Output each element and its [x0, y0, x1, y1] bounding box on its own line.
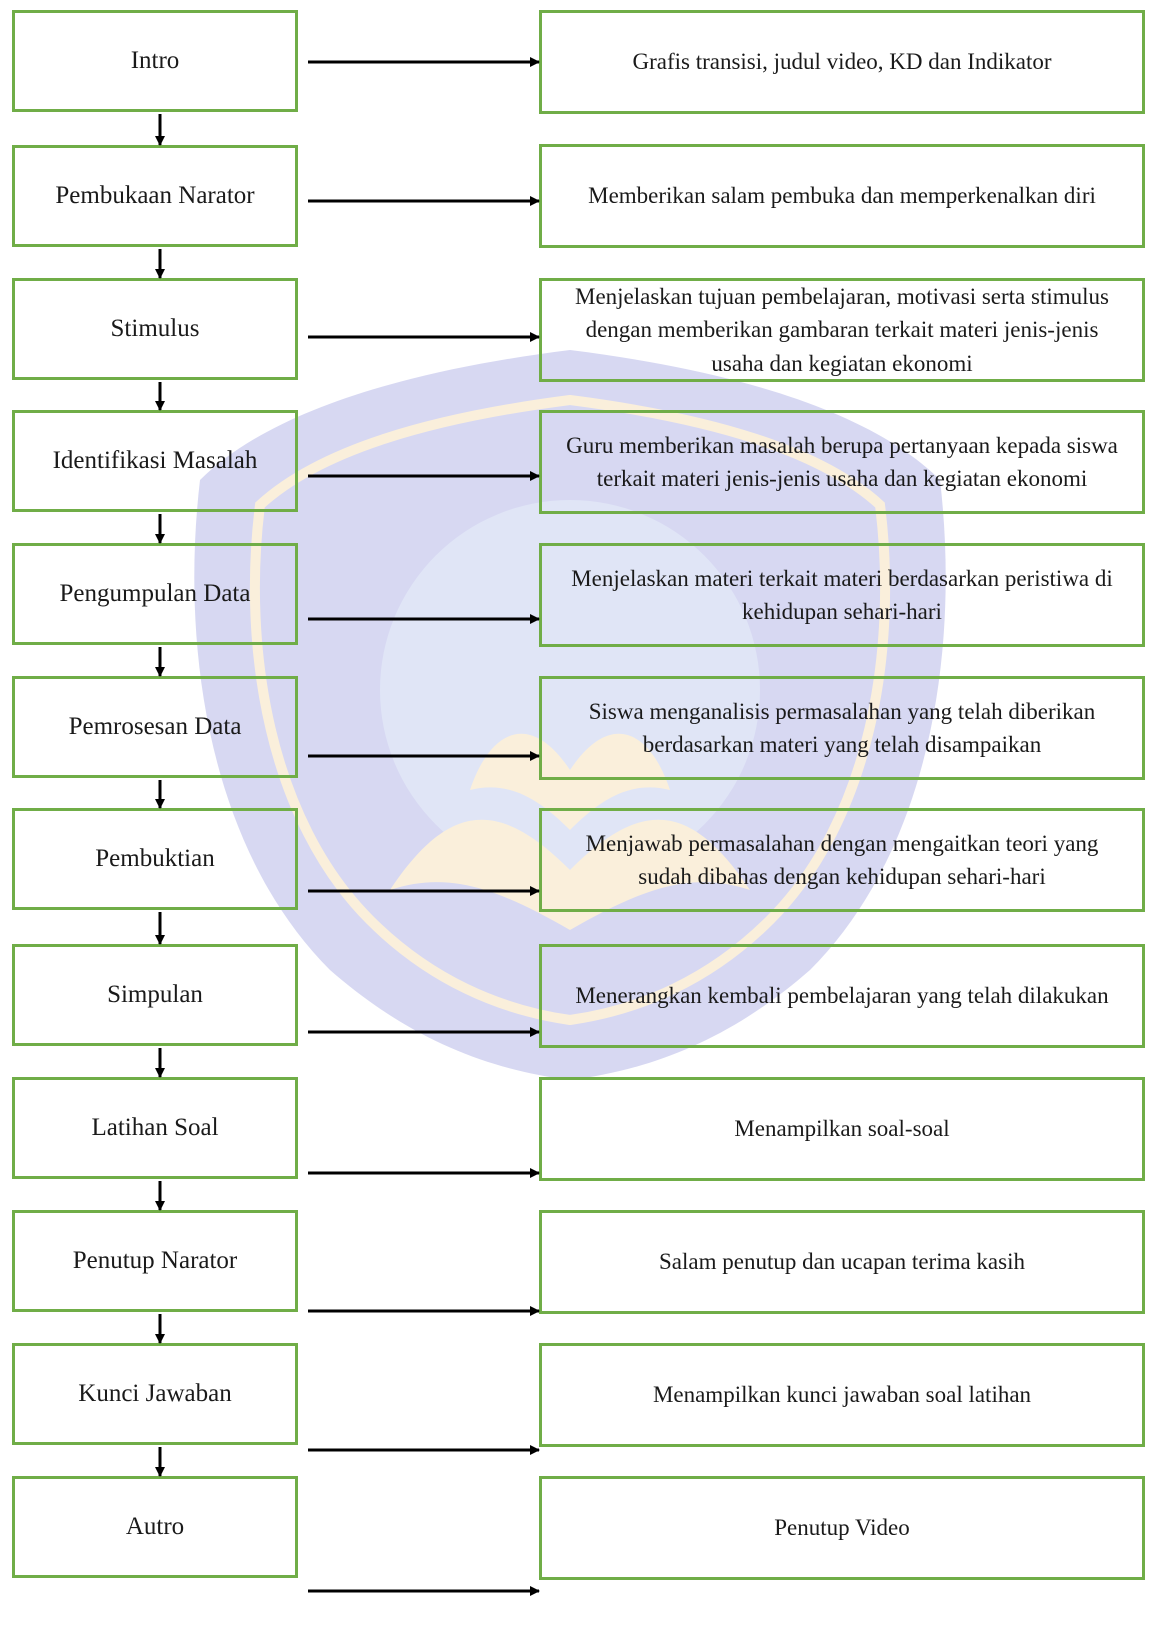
step-box-pembuktian: Pembuktian — [12, 808, 298, 910]
description-text: Menjawab permasalahan dengan mengaitkan … — [585, 830, 1099, 889]
description-box-pembukaan-narator: Memberikan salam pembuka dan memperkenal… — [539, 144, 1145, 248]
description-text: Salam penutup dan ucapan terima kasih — [659, 1249, 1025, 1275]
description-box-pemrosesan-data: Siswa menganalisis permasalahan yang tel… — [539, 676, 1145, 780]
description-text: Menampilkan kunci jawaban soal latihan — [652, 1382, 1032, 1408]
description-box-pengumpulan-data: Menjelaskan materi terkait materi berdas… — [539, 543, 1145, 647]
description-text: Menjelaskan materi terkait materi berdas… — [571, 565, 1113, 624]
description-text: Memberikan salam pembuka dan memperkenal… — [588, 183, 1096, 209]
university-seal-watermark — [194, 350, 946, 1080]
description-text: Menerangkan kembali pembelajaran yang te… — [575, 983, 1109, 1009]
step-box-penutup-narator: Penutup Narator — [12, 1210, 298, 1312]
description-box-penutup-narator: Salam penutup dan ucapan terima kasih — [539, 1210, 1145, 1314]
description-box-simpulan: Menerangkan kembali pembelajaran yang te… — [539, 944, 1145, 1048]
step-box-simpulan: Simpulan — [12, 944, 298, 1046]
step-box-kunci-jawaban: Kunci Jawaban — [12, 1343, 298, 1445]
description-box-identifikasi-masalah: Guru memberikan masalah berupa pertanyaa… — [539, 410, 1145, 514]
step-box-stimulus: Stimulus — [12, 278, 298, 380]
description-box-kunci-jawaban: Menampilkan kunci jawaban soal latihan — [539, 1343, 1145, 1447]
description-box-autro: Penutup Video — [539, 1476, 1145, 1580]
step-box-pengumpulan-data: Pengumpulan Data — [12, 543, 298, 645]
description-text: Grafis transisi, judul video, KD dan Ind… — [632, 49, 1052, 75]
step-box-latihan-soal: Latihan Soal — [12, 1077, 298, 1179]
description-box-stimulus: Menjelaskan tujuan pembelajaran, motivas… — [539, 278, 1145, 382]
description-text: Guru memberikan masalah berupa pertanyaa… — [566, 432, 1118, 491]
description-text: Menampilkan soal-soal — [734, 1116, 950, 1142]
description-box-intro: Grafis transisi, judul video, KD dan Ind… — [539, 10, 1145, 114]
description-text: Siswa menganalisis permasalahan yang tel… — [588, 698, 1096, 757]
description-box-pembuktian: Menjawab permasalahan dengan mengaitkan … — [539, 808, 1145, 912]
description-text: Penutup Video — [774, 1515, 910, 1541]
step-box-pembukaan-narator: Pembukaan Narator — [12, 145, 298, 247]
description-text: Menjelaskan tujuan pembelajaran, motivas… — [575, 283, 1109, 376]
step-box-identifikasi-masalah: Identifikasi Masalah — [12, 410, 298, 512]
step-box-pemrosesan-data: Pemrosesan Data — [12, 676, 298, 778]
step-box-intro: Intro — [12, 10, 298, 112]
description-box-latihan-soal: Menampilkan soal-soal — [539, 1077, 1145, 1181]
step-box-autro: Autro — [12, 1476, 298, 1578]
